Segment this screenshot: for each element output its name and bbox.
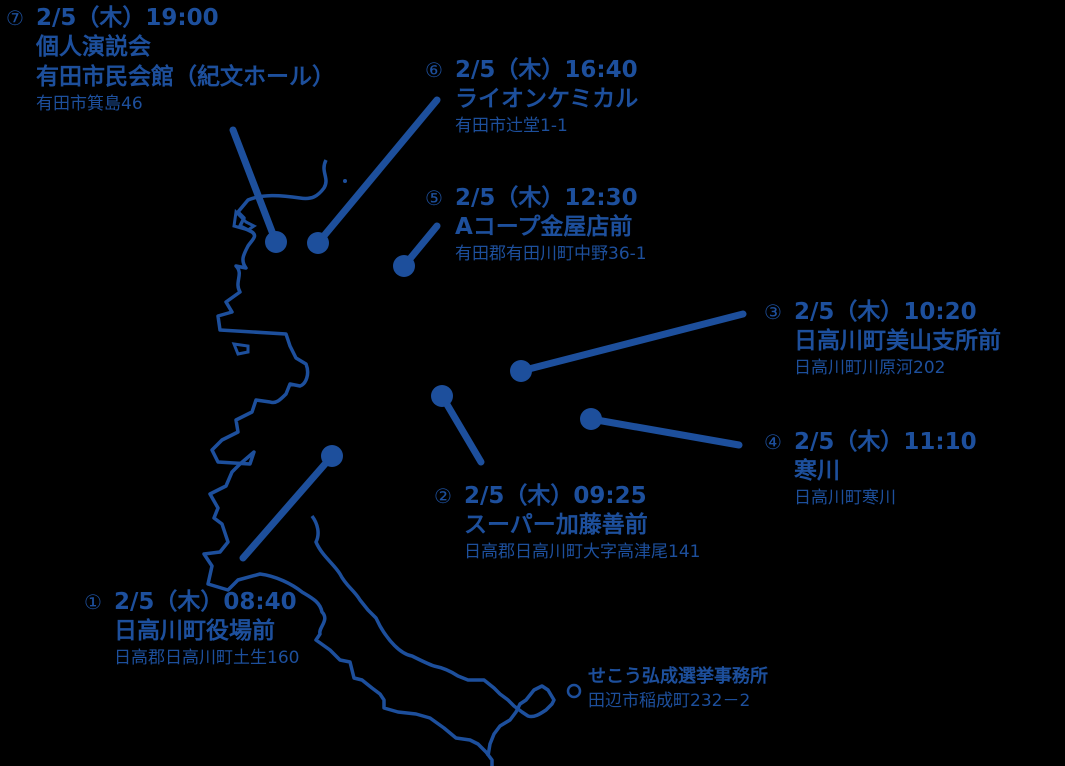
coastline-outline [202, 159, 494, 766]
stop-datetime: 2/5（木）19:00 [36, 5, 219, 31]
stop-datetime: 2/5（木）16:40 [455, 57, 638, 83]
stop-number: ⑥ [425, 58, 443, 82]
stop-number: ① [84, 590, 102, 614]
stop-number: ④ [764, 430, 782, 454]
stop-number: ③ [764, 300, 782, 324]
small-island [343, 179, 347, 183]
stop-address: 日高川町寒川 [794, 488, 896, 508]
island-outline [232, 208, 257, 232]
marker-4[interactable] [580, 408, 743, 449]
stop-name: 個人演説会 [36, 34, 151, 60]
stop-label-7: ⑦ 2/5（木）19:00 個人演説会 有田市民会館（紀文ホール） 有田市箕島46 [6, 4, 335, 116]
stop-label-1: ① 2/5（木）08:40 日高川町役場前 日高郡日高川町土生160 [84, 588, 299, 670]
river-boundary [310, 514, 556, 757]
stop-number: ⑦ [6, 6, 24, 30]
stop-name: 寒川 [794, 458, 840, 484]
stop-datetime: 2/5（木）09:25 [464, 483, 647, 509]
marker-5[interactable] [393, 222, 441, 277]
marker-1[interactable] [239, 445, 343, 562]
island-outline [231, 342, 250, 356]
stop-label-6: ⑥ 2/5（木）16:40 ライオンケミカル 有田市辻堂1-1 [425, 56, 638, 138]
marker-7[interactable] [229, 126, 287, 253]
stop-name: 日高川町美山支所前 [794, 328, 1001, 354]
stop-label-2: ② 2/5（木）09:25 スーパー加藤善前 日高郡日高川町大字高津尾141 [434, 482, 700, 564]
office-name: せこう弘成選挙事務所 [588, 666, 768, 687]
stop-name: 日高川町役場前 [114, 618, 275, 644]
stop-datetime: 2/5（木）12:30 [455, 185, 638, 211]
office-marker-icon[interactable] [566, 683, 582, 699]
marker-6[interactable] [307, 96, 441, 254]
stop-datetime: 2/5（木）10:20 [794, 299, 977, 325]
stop-address: 有田市箕島46 [36, 94, 143, 114]
stop-name: ライオンケミカル [455, 86, 639, 112]
office-label: せこう弘成選挙事務所 田辺市稲成町232－2 [588, 665, 768, 713]
stop-name: Aコープ金屋店前 [455, 214, 633, 240]
stop-address: 日高郡日高川町土生160 [114, 648, 300, 668]
office-address: 田辺市稲成町232－2 [588, 691, 751, 711]
stop-number: ② [434, 484, 452, 508]
marker-2[interactable] [431, 385, 485, 466]
stop-address: 日高川町川原河202 [794, 358, 946, 378]
stop-label-3: ③ 2/5（木）10:20 日高川町美山支所前 日高川町川原河202 [764, 298, 1001, 380]
stop-datetime: 2/5（木）08:40 [114, 589, 297, 615]
stop-venue: 有田市民会館（紀文ホール） [36, 64, 335, 90]
marker-3[interactable] [510, 310, 747, 382]
stop-address: 日高郡日高川町大字高津尾141 [464, 542, 701, 562]
stop-label-5: ⑤ 2/5（木）12:30 Aコープ金屋店前 有田郡有田川町中野36-1 [425, 184, 647, 266]
stop-name: スーパー加藤善前 [464, 512, 648, 538]
stop-address: 有田郡有田川町中野36-1 [455, 244, 647, 264]
stop-label-4: ④ 2/5（木）11:10 寒川 日高川町寒川 [764, 428, 977, 510]
stop-address: 有田市辻堂1-1 [455, 116, 568, 136]
stop-number: ⑤ [425, 186, 443, 210]
stop-datetime: 2/5（木）11:10 [794, 429, 977, 455]
